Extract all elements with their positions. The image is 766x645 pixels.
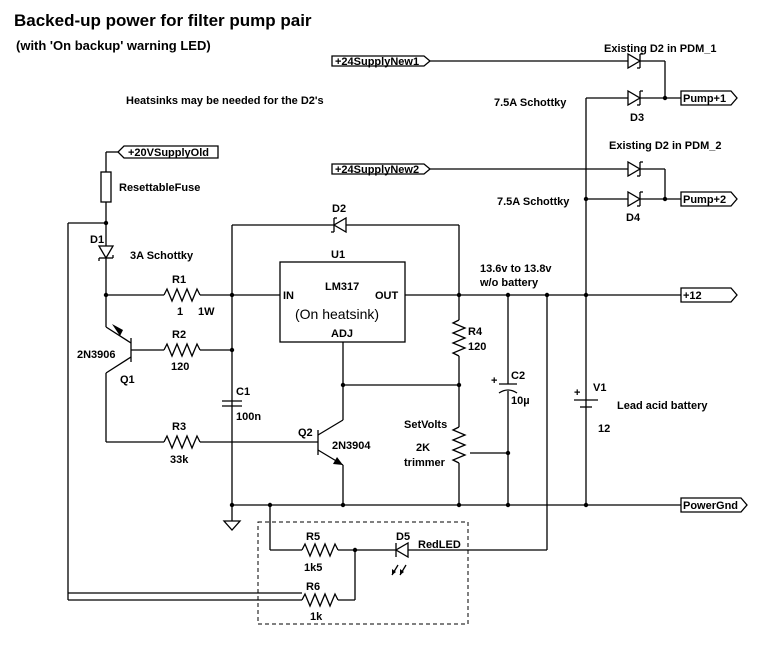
transistor-q2-icon <box>317 419 344 466</box>
led-d5-icon <box>391 541 409 576</box>
port-plus12: +12 <box>680 287 738 303</box>
capacitor-c1-value: 100n <box>236 411 261 423</box>
ground-icon <box>222 505 242 531</box>
resistor-r1-value: 1 <box>177 306 183 318</box>
capacitor-c2-plate-bottom-icon <box>498 389 518 394</box>
diode-d2-icon <box>331 216 347 234</box>
resistor-r3-label: R3 <box>172 421 186 433</box>
trimmer-value: 2K <box>416 442 430 454</box>
port-supply-new1: +24SupplyNew1 <box>331 55 432 68</box>
capacitor-c2-value: 10µ <box>511 395 530 407</box>
resistor-r5-icon <box>301 542 339 558</box>
junction-dots <box>103 95 668 553</box>
resistor-r3-value: 33k <box>170 454 189 466</box>
trimmer-setvolts-icon <box>451 426 467 464</box>
transistor-q2-label: Q2 <box>298 427 313 439</box>
regulator-u1-out: OUT <box>375 290 399 302</box>
existing-d2-pdm2-label: Existing D2 in PDM_2 <box>609 140 721 152</box>
resistor-r1-label: R1 <box>172 274 186 286</box>
led-d5-desc: RedLED <box>418 539 461 551</box>
resettable-fuse-icon <box>100 171 112 203</box>
resistor-r2-icon <box>163 342 201 358</box>
regulator-u1-part: LM317 <box>325 281 359 293</box>
diagram-title: Backed-up power for filter pump pair <box>14 11 312 30</box>
battery-v1-desc: Lead acid battery <box>617 400 708 412</box>
port-supply-new2-label: +24SupplyNew2 <box>335 164 419 176</box>
resistor-r2-value: 120 <box>171 361 189 373</box>
battery-v1-value: 12 <box>598 423 610 435</box>
resistor-r5-label: R5 <box>306 531 320 543</box>
resistor-r6-value: 1k <box>310 611 323 623</box>
port-pump2-label: Pump+2 <box>683 194 726 206</box>
transistor-q2-part: 2N3904 <box>332 440 371 452</box>
resistor-r6-label: R6 <box>306 581 320 593</box>
regulator-u1-ref: U1 <box>331 249 345 261</box>
resistor-r1-icon <box>163 287 201 303</box>
resistor-r4-label: R4 <box>468 326 483 338</box>
diode-d1-label: D1 <box>90 234 104 246</box>
port-supply-old-label: +20VSupplyOld <box>128 147 209 159</box>
fuse-label: ResettableFuse <box>119 182 200 194</box>
port-power-gnd-label: PowerGnd <box>683 500 738 512</box>
port-supply-new1-label: +24SupplyNew1 <box>335 56 419 68</box>
trimmer-desc: trimmer <box>404 457 446 469</box>
trimmer-setvolts-label: SetVolts <box>404 419 447 431</box>
port-pump1-label: Pump+1 <box>683 93 726 105</box>
capacitor-c1-label: C1 <box>236 386 250 398</box>
resistor-r5-value: 1k5 <box>304 562 322 574</box>
schottky-label-1: 7.5A Schottky <box>494 97 567 109</box>
regulator-u1-heatsink: (On heatsink) <box>295 306 379 322</box>
voltage-range-label: 13.6v to 13.8v <box>480 263 552 275</box>
resistor-r6-icon <box>301 592 339 608</box>
port-supply-old: +20VSupplyOld <box>117 145 219 159</box>
existing-diode-pdm1-icon <box>600 52 665 70</box>
resistor-r4-value: 120 <box>468 341 486 353</box>
port-pump2: Pump+2 <box>680 191 738 207</box>
led-d5-label: D5 <box>396 531 410 543</box>
capacitor-c2-label: C2 <box>511 370 525 382</box>
transistor-q1-label: Q1 <box>120 374 135 386</box>
heatsink-note: Heatsinks may be needed for the D2's <box>126 95 324 107</box>
capacitor-c2-plus: + <box>491 375 497 387</box>
diagram-subtitle: (with 'On backup' warning LED) <box>16 38 211 53</box>
battery-v1-plus: + <box>574 387 580 399</box>
transistor-q1-part: 2N3906 <box>77 349 116 361</box>
regulator-u1-in: IN <box>283 290 294 302</box>
resistor-r3-icon <box>163 434 201 450</box>
port-supply-new2: +24SupplyNew2 <box>331 163 432 176</box>
resistor-r2-label: R2 <box>172 329 186 341</box>
port-pump1: Pump+1 <box>680 90 738 106</box>
diode-d3-label: D3 <box>630 112 644 124</box>
warning-led-box <box>257 521 469 625</box>
diode-d2-label: D2 <box>332 203 346 215</box>
diode-d3-icon <box>627 89 643 107</box>
diode-d4-label: D4 <box>626 212 641 224</box>
regulator-u1-adj: ADJ <box>331 328 353 340</box>
port-power-gnd: PowerGnd <box>680 497 748 513</box>
existing-diode-pdm2-icon <box>627 160 665 178</box>
diode-d1-desc: 3A Schottky <box>130 250 194 262</box>
resistor-r1-power: 1W <box>198 306 215 318</box>
resistor-r4-icon <box>451 319 467 357</box>
battery-v1-label: V1 <box>593 382 606 394</box>
port-plus12-label: +12 <box>683 290 702 302</box>
voltage-condition-label: w/o battery <box>479 277 539 289</box>
existing-d2-pdm1-label: Existing D2 in PDM_1 <box>604 43 716 55</box>
schottky-label-2: 7.5A Schottky <box>497 196 570 208</box>
